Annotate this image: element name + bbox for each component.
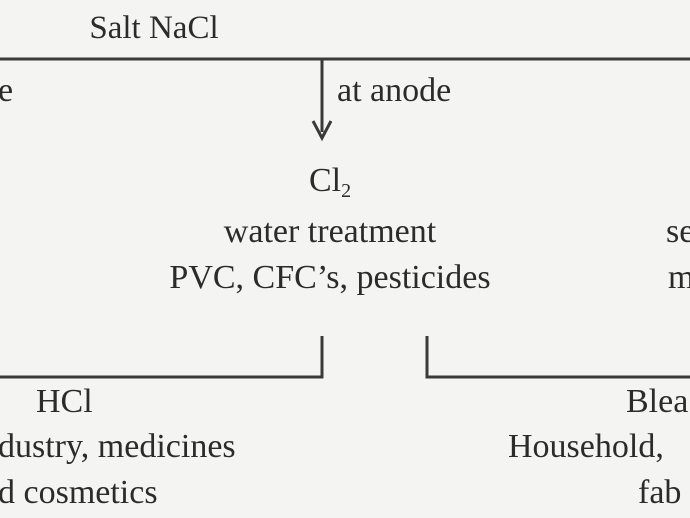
bleach-line2: fab bbox=[638, 474, 682, 511]
right-fragment-line1: se bbox=[666, 213, 690, 250]
bleach-bracket bbox=[425, 336, 690, 379]
bleach-title: Blea bbox=[626, 383, 689, 420]
right-fragment-line2: m bbox=[668, 259, 690, 296]
anode-arrow-head bbox=[311, 120, 333, 142]
root-label: Salt NaCl bbox=[89, 10, 219, 46]
chlorine-use-line1: water treatment bbox=[223, 213, 437, 250]
hcl-title: HCl bbox=[36, 383, 93, 420]
bleach-line1: Household, bbox=[508, 428, 664, 465]
chlorine-formula: Cl2 bbox=[308, 162, 352, 202]
left-branch-fragment: e bbox=[0, 72, 14, 109]
chlorine-formula-main: Cl bbox=[308, 162, 342, 199]
hcl-line2: d cosmetics bbox=[0, 474, 158, 511]
hcl-line1: dustry, medicines bbox=[0, 428, 236, 465]
chlorine-formula-sub: 2 bbox=[341, 180, 352, 202]
hcl-bracket bbox=[0, 336, 324, 379]
chlorine-use-line2: PVC, CFC’s, pesticides bbox=[169, 259, 491, 296]
anode-label: at anode bbox=[337, 72, 452, 109]
